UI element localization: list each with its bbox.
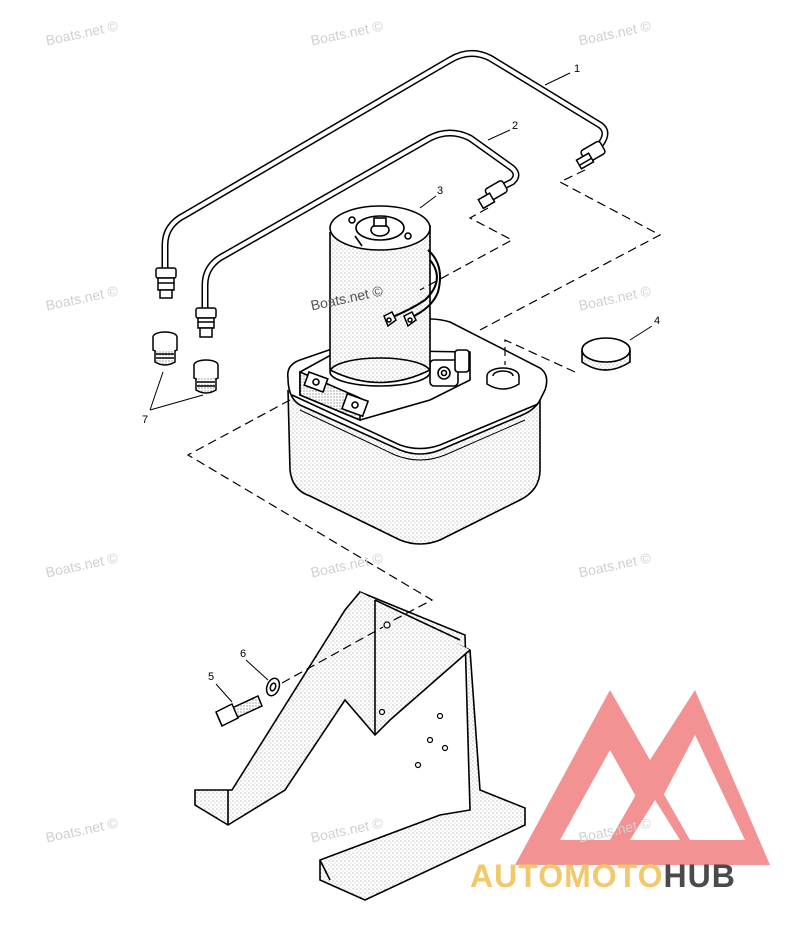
line-1-fitting-start xyxy=(155,267,177,299)
callout-4: 4 xyxy=(654,315,660,327)
plug-fitting-a xyxy=(152,331,178,366)
line-2-fitting-start xyxy=(195,307,217,338)
reservoir-fill-port xyxy=(486,367,520,390)
callout-5: 5 xyxy=(208,671,214,683)
bracket-holes xyxy=(378,621,449,769)
assembly-alignment-lines xyxy=(186,169,662,684)
callout-1: 1 xyxy=(574,63,580,75)
line-1-fitting-end xyxy=(575,140,606,170)
callout-2: 2 xyxy=(512,120,518,132)
wire-terminals xyxy=(383,310,417,328)
brand-wordmark-part1: AUTOMOTO xyxy=(470,858,664,894)
brand-logo-icon xyxy=(515,690,770,865)
line-2-fitting-end xyxy=(477,180,508,210)
callout-leaders xyxy=(215,72,653,703)
callout-7: 7 xyxy=(142,414,148,426)
plug-fitting-b xyxy=(193,359,219,394)
brand-wordmark-part2: HUB xyxy=(663,858,736,894)
mounting-bracket xyxy=(194,590,526,901)
brand-wordmark: AUTOMOTOHUB xyxy=(470,858,800,898)
mounting-bolt xyxy=(215,694,263,728)
hydraulic-line-2 xyxy=(201,129,520,310)
motor-wires xyxy=(389,249,441,319)
callout-3: 3 xyxy=(437,185,443,197)
washer xyxy=(265,677,281,697)
callout-7-leaders xyxy=(149,371,204,411)
callout-6: 6 xyxy=(240,648,246,660)
reservoir-cap xyxy=(581,337,631,371)
pump-motor xyxy=(329,205,431,387)
hydraulic-line-1 xyxy=(161,50,609,270)
